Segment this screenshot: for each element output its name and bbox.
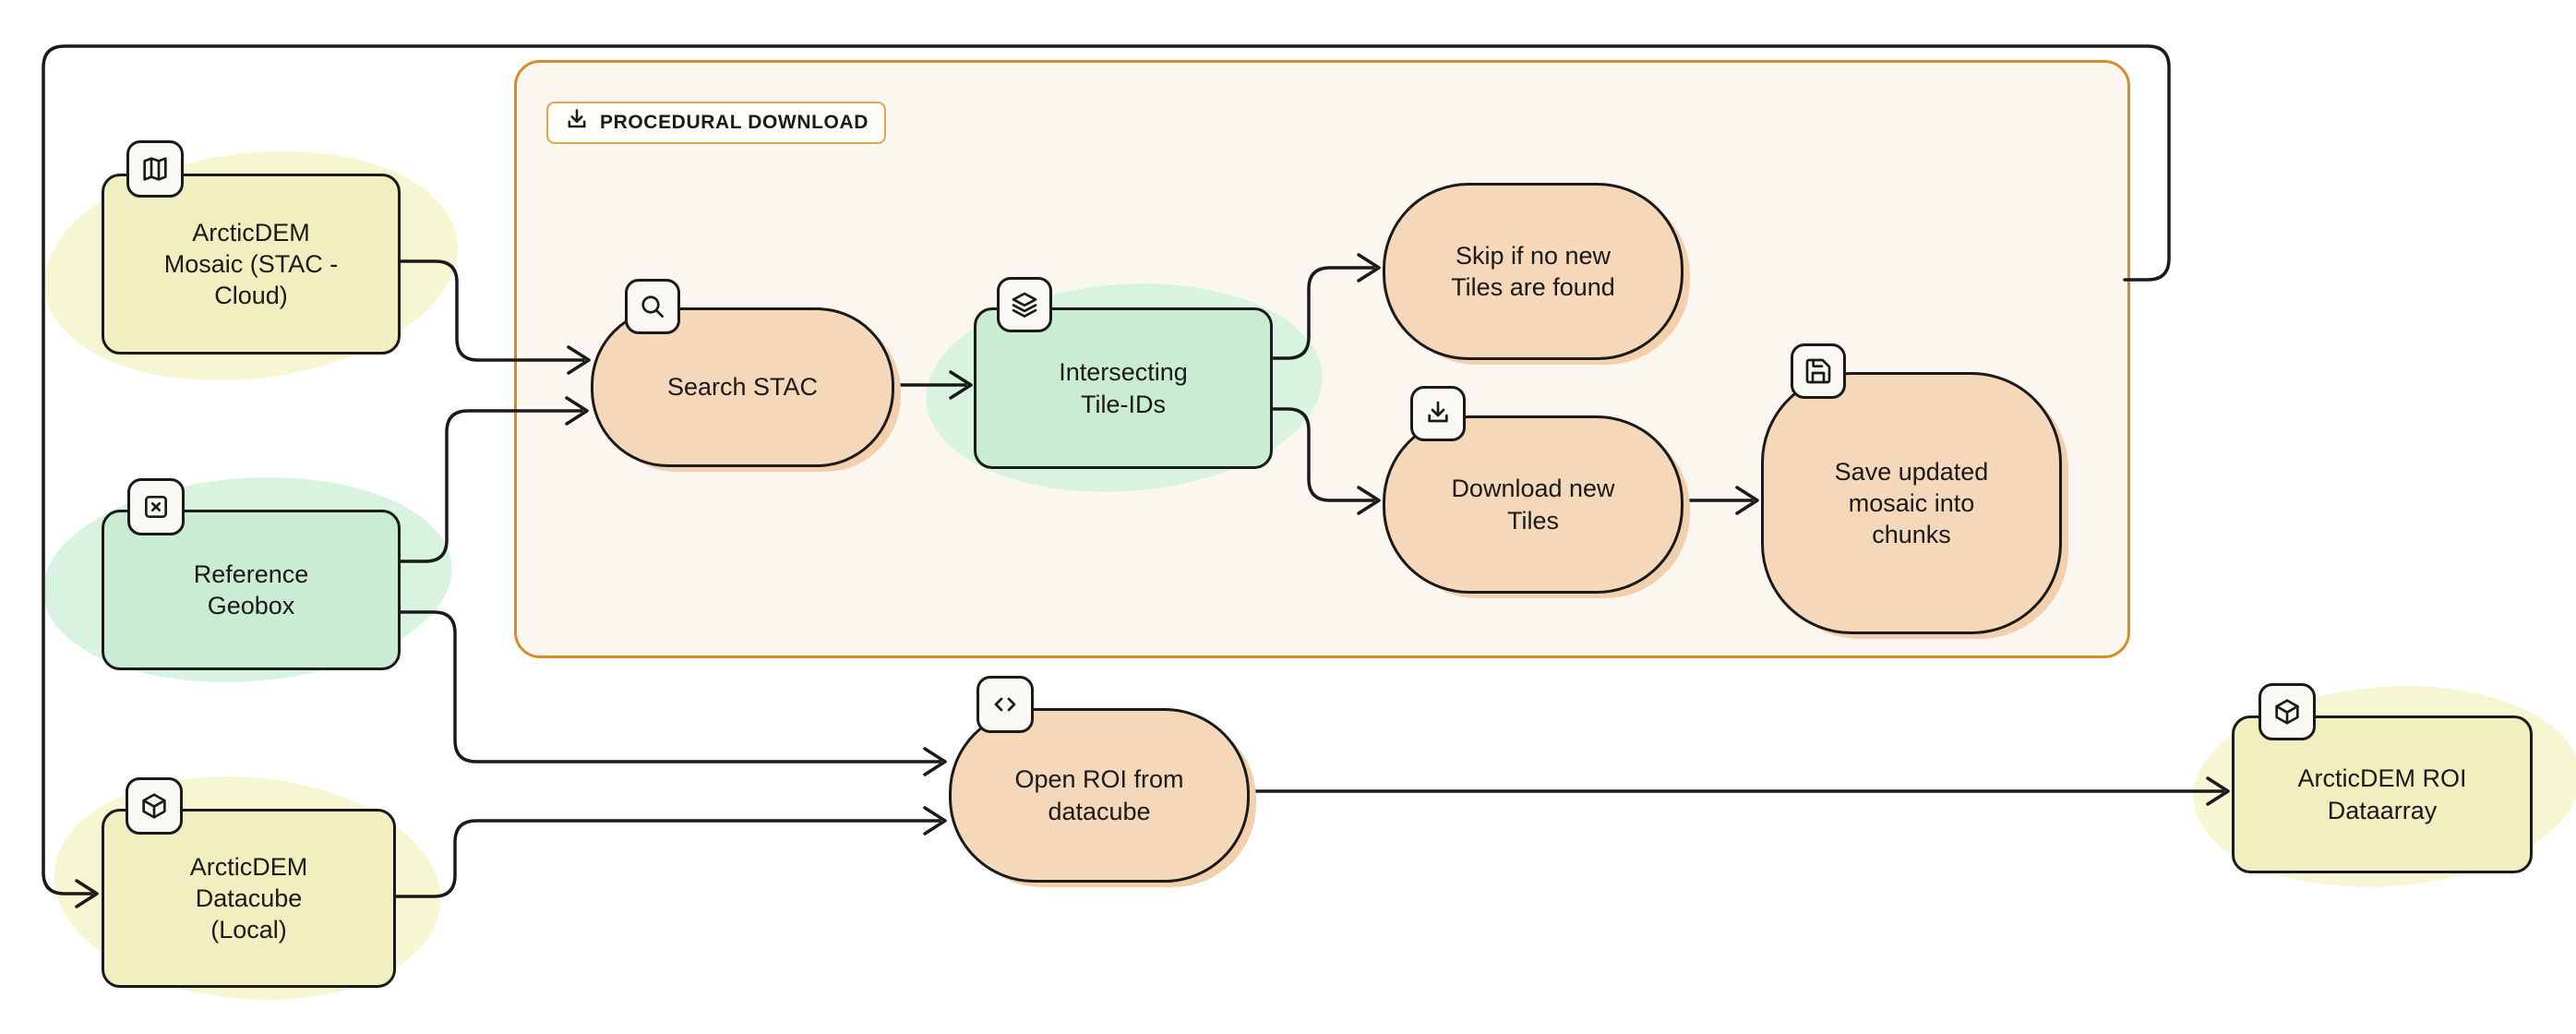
node-label: Download new Tiles: [1451, 475, 1615, 535]
layers-icon: [997, 277, 1052, 332]
map-icon: [126, 140, 184, 198]
save-icon: [1791, 343, 1846, 399]
download-icon: [1410, 386, 1466, 441]
node-skip-if-no-new-tiles[interactable]: Skip if no new Tiles are found: [1383, 183, 1683, 360]
download-icon: [564, 107, 590, 138]
node-label: ArcticDEM Datacube (Local): [189, 852, 308, 944]
node-arcticdem-roi-dataarray[interactable]: ArcticDEM ROI Dataarray: [2232, 715, 2533, 873]
node-arcticdem-datacube[interactable]: ArcticDEM Datacube (Local): [102, 809, 396, 988]
container-label: PROCEDURAL DOWNLOAD: [546, 102, 887, 144]
node-open-roi-from-datacube[interactable]: Open ROI from datacube: [949, 708, 1250, 883]
arrow-datacube-to-openroi: [389, 819, 941, 898]
node-label: Open ROI from datacube: [1014, 765, 1184, 825]
node-label: Reference Geobox: [193, 559, 309, 619]
search-icon: [625, 279, 680, 334]
cube-icon: [126, 777, 183, 835]
node-download-new-tiles[interactable]: Download new Tiles: [1383, 415, 1683, 594]
container-label-text: PROCEDURAL DOWNLOAD: [600, 112, 869, 133]
node-label: Skip if no new Tiles are found: [1451, 241, 1615, 301]
node-label: Save updated mosaic into chunks: [1834, 457, 1989, 549]
node-save-updated-mosaic[interactable]: Save updated mosaic into chunks: [1761, 372, 2062, 634]
arrowhead: [923, 747, 947, 776]
cube-icon: [2258, 683, 2316, 740]
arrowhead: [923, 806, 947, 836]
code-icon: [976, 676, 1034, 733]
node-label: ArcticDEM Mosaic (STAC - Cloud): [163, 218, 339, 310]
node-label: ArcticDEM ROI Dataarray: [2297, 764, 2467, 824]
node-label: Search STAC: [666, 373, 819, 402]
node-arcticdem-mosaic[interactable]: ArcticDEM Mosaic (STAC - Cloud): [102, 174, 401, 355]
x-square-icon: [127, 478, 185, 535]
node-label: Intersecting Tile-IDs: [1059, 358, 1188, 418]
